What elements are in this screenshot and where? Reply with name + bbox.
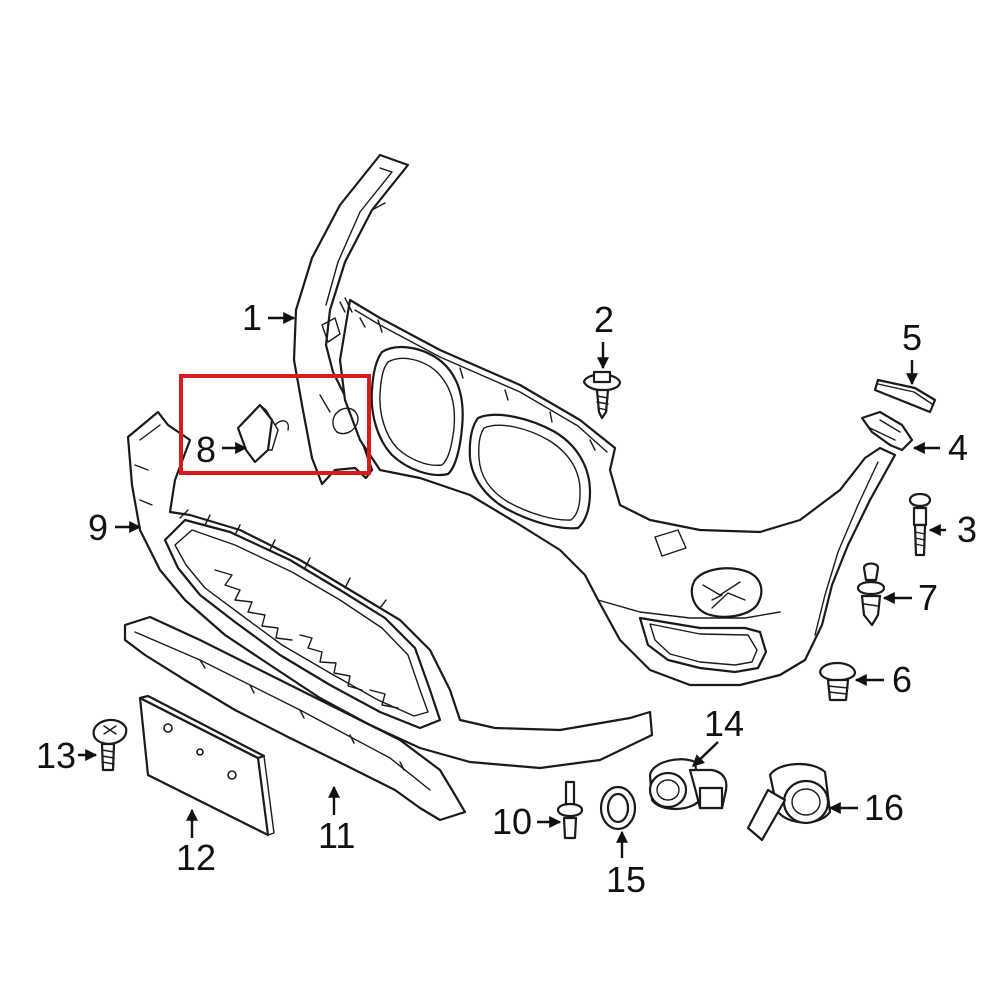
clip-bolt-2-part (582, 370, 622, 420)
license-plate-bracket-part (138, 694, 275, 837)
park-sensor-14-part (648, 758, 728, 811)
tow-hook-cover-part (236, 403, 289, 464)
callout-2: 2 (594, 299, 614, 340)
bracket-5-part (873, 378, 937, 414)
callout-9: 9 (88, 507, 108, 548)
callout-13: 13 (36, 735, 76, 776)
nut-clip-6-part (818, 661, 857, 702)
stud-10-part (556, 780, 584, 840)
callout-8: 8 (196, 429, 216, 470)
callout-4: 4 (948, 427, 968, 468)
clip-4-part (860, 410, 914, 452)
screw-13-part (92, 718, 128, 772)
callout-10: 10 (492, 801, 532, 842)
bolt-3-part (908, 492, 932, 557)
callout-15: 15 (606, 859, 646, 900)
park-sensor-16-part (746, 762, 832, 842)
callout-5: 5 (902, 317, 922, 358)
sensor-ring-15-part (599, 785, 637, 831)
callout-12: 12 (176, 837, 216, 878)
callout-16: 16 (864, 787, 904, 828)
callout-6: 6 (892, 659, 912, 700)
callout-11: 11 (318, 815, 355, 856)
highlight-box (179, 374, 371, 475)
leader-14 (692, 741, 719, 767)
callout-3: 3 (957, 509, 977, 550)
leader-lines (78, 312, 946, 858)
callout-1: 1 (242, 297, 262, 338)
lower-spoiler-part (123, 615, 467, 822)
callout-labels: 1 2 3 4 5 6 7 8 9 10 11 12 13 14 15 16 (36, 297, 977, 900)
callout-14: 14 (704, 703, 744, 744)
push-pin-7-part (856, 562, 886, 627)
bumper-cover-part (292, 153, 897, 687)
callout-7: 7 (918, 577, 938, 618)
